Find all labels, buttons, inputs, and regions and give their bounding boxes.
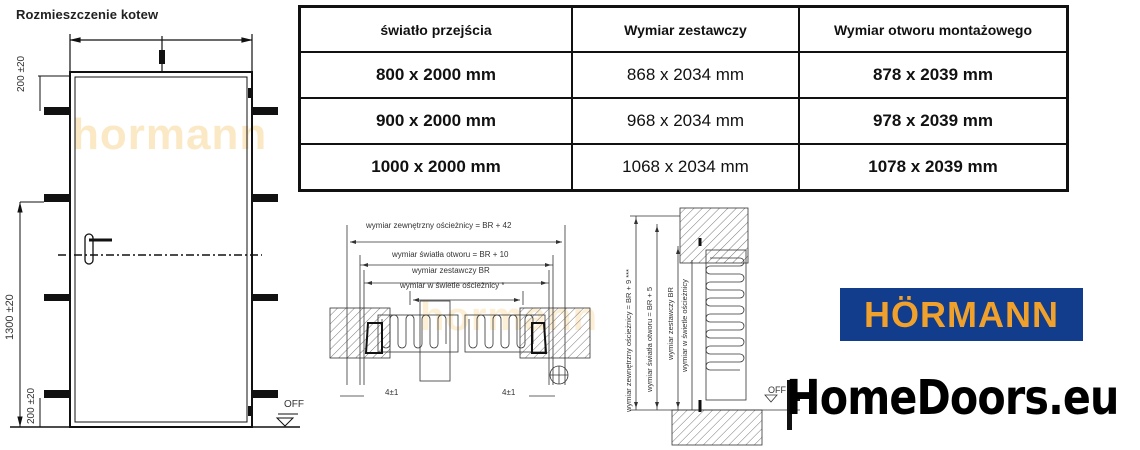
gap-left-label: 4±1 xyxy=(385,388,399,397)
cell-clear-passage: 1000 x 2000 mm xyxy=(298,143,573,192)
anchor-layout-title: Rozmieszczenie kotew xyxy=(16,7,159,22)
table-row: 900 x 2000 mm 968 x 2034 mm 978 x 2039 m… xyxy=(298,97,1069,145)
hormann-watermark: hormann xyxy=(72,110,268,159)
door-anchor-drawing xyxy=(10,34,300,428)
vlabel-frame-clear: wymiar w świetle ościeżnicy xyxy=(680,279,689,372)
off-floor-label: OFF xyxy=(284,399,304,410)
table-header-row: światło przejścia Wymiar zestawczy Wymia… xyxy=(298,5,1069,53)
label-assembly-br: wymiar zestawczy BR xyxy=(412,266,490,275)
hormann-logo: HÖRMANN xyxy=(840,288,1083,341)
cell-assembly-size: 1068 x 2034 mm xyxy=(571,143,800,192)
horizontal-section-drawing xyxy=(329,225,591,397)
label-outer-frame: wymiar zewnętrzny ościeżnicy = BR + 42 xyxy=(366,221,512,230)
cell-clear-passage: 900 x 2000 mm xyxy=(298,97,573,145)
homedoors-logo: HomeDoors.eu xyxy=(786,370,1119,426)
dim-bottom-anchor: 200 ±20 xyxy=(26,387,37,424)
cell-opening-size: 878 x 2039 mm xyxy=(798,51,1069,99)
vlabel-opening-clear: wymiar światła otworu = BR + 5 xyxy=(645,286,654,392)
header-opening-size: Wymiar otworu montażowego xyxy=(798,5,1069,53)
vertical-section-drawing xyxy=(630,207,800,446)
label-opening-clear: wymiar światła otworu = BR + 10 xyxy=(392,250,509,259)
vlabel-outer-frame: wymiar zewnętrzny ościeżnicy = BR + 9 **… xyxy=(624,269,633,412)
cell-clear-passage: 800 x 2000 mm xyxy=(298,51,573,99)
label-frame-clear: wymiar w świetle ościeżnicy * xyxy=(400,281,505,290)
cell-assembly-size: 968 x 2034 mm xyxy=(571,97,800,145)
cell-opening-size: 1078 x 2039 mm xyxy=(798,143,1069,192)
header-assembly-size: Wymiar zestawczy xyxy=(571,5,800,53)
vlabel-assembly-br: wymiar zestawczy BR xyxy=(666,287,675,360)
cell-opening-size: 978 x 2039 mm xyxy=(798,97,1069,145)
v-off-label: OFF xyxy=(768,385,786,395)
header-clear-passage: światło przejścia xyxy=(298,5,573,53)
gap-right-label: 4±1 xyxy=(502,388,516,397)
dim-top-anchor: 200 ±20 xyxy=(16,55,27,92)
cell-assembly-size: 868 x 2034 mm xyxy=(571,51,800,99)
dimension-table: światło przejścia Wymiar zestawczy Wymia… xyxy=(298,5,1069,192)
table-row: 800 x 2000 mm 868 x 2034 mm 878 x 2039 m… xyxy=(298,51,1069,99)
table-row: 1000 x 2000 mm 1068 x 2034 mm 1078 x 203… xyxy=(298,143,1069,192)
hormann-logo-text: HÖRMANN xyxy=(864,293,1059,335)
dim-middle-anchor: 1300 ±20 xyxy=(4,294,16,340)
